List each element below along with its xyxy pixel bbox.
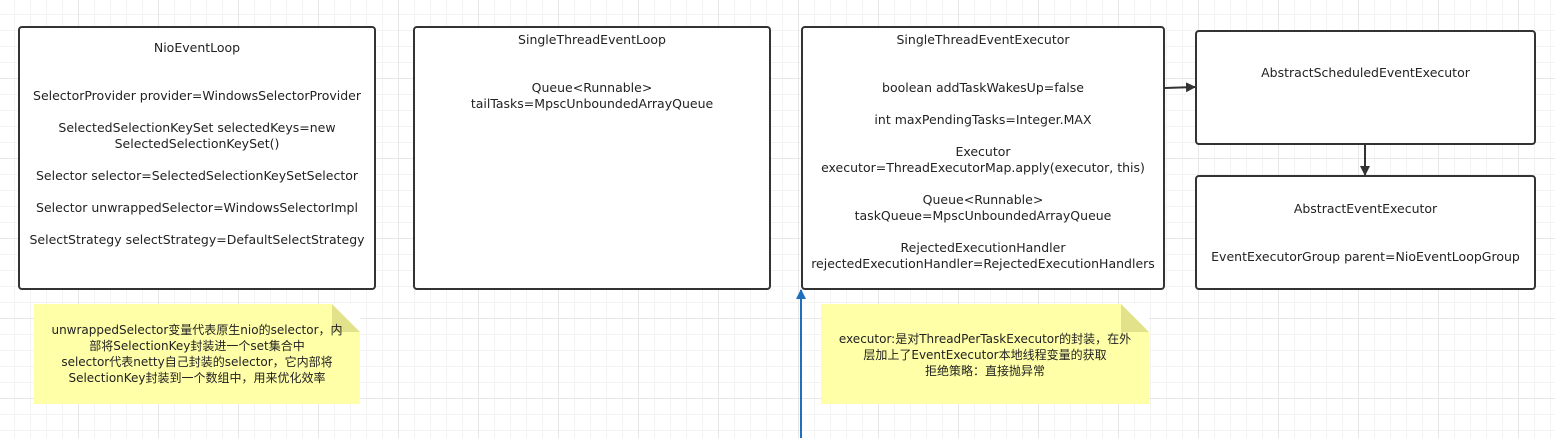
node-title: AbstractScheduledEventExecutor xyxy=(1261,65,1470,80)
node-title: SingleThreadEventExecutor xyxy=(896,32,1070,47)
node-title: AbstractEventExecutor xyxy=(1293,201,1438,216)
node-nio-event-loop[interactable]: NioEventLoop SelectorProvider provider=W… xyxy=(18,26,376,290)
node-single-thread-event-executor[interactable]: SingleThreadEventExecutor boolean addTas… xyxy=(801,26,1165,290)
field-selected-keys: SelectedSelectionKeySet selectedKeys=new xyxy=(58,120,336,135)
field-task-queue-type: Queue<Runnable> xyxy=(922,192,1044,207)
field-select-strategy: SelectStrategy selectStrategy=DefaultSel… xyxy=(29,232,365,247)
note-line: 拒绝策略：直接抛异常 xyxy=(924,364,1045,378)
node-single-thread-event-loop[interactable]: SingleThreadEventLoop Queue<Runnable> ta… xyxy=(413,26,771,290)
field-task-queue-value: taskQueue=MpscUnboundedArrayQueue xyxy=(854,208,1112,223)
note-fold-corner xyxy=(1121,304,1149,332)
note-fold-corner xyxy=(332,304,360,332)
field-executor-value: executor=ThreadExecutorMap.apply(executo… xyxy=(821,160,1145,175)
field-rejected-handler-type: RejectedExecutionHandler xyxy=(900,240,1066,255)
field-rejected-handler-value: rejectedExecutionHandler=RejectedExecuti… xyxy=(811,256,1155,271)
field-unwrapped-selector: Selector unwrappedSelector=WindowsSelect… xyxy=(36,200,358,215)
field-provider: SelectorProvider provider=WindowsSelecto… xyxy=(33,88,361,103)
note-line: executor:是对ThreadPerTaskExecutor的封装，在外 xyxy=(838,332,1132,346)
field-parent: EventExecutorGroup parent=NioEventLoopGr… xyxy=(1211,249,1520,264)
note-selector[interactable]: unwrappedSelector变量代表原生nio的selector，内 部将… xyxy=(34,304,360,404)
node-abstract-scheduled-event-executor[interactable]: AbstractScheduledEventExecutor xyxy=(1195,30,1536,145)
note-line: 部将SelectionKey封装进一个set集合中 xyxy=(89,339,305,353)
field-queue: Queue<Runnable> xyxy=(531,80,653,95)
note-line: selector代表netty自己封装的selector，它内部将 xyxy=(61,355,333,369)
note-line: unwrappedSelector变量代表原生nio的selector，内 xyxy=(51,323,343,337)
node-title: NioEventLoop xyxy=(153,40,241,55)
field-executor-type: Executor xyxy=(955,144,1011,159)
node-abstract-event-executor[interactable]: AbstractEventExecutor EventExecutorGroup… xyxy=(1195,175,1536,290)
field-selected-keys-cont: SelectedSelectionKeySet() xyxy=(114,136,280,151)
node-title: SingleThreadEventLoop xyxy=(518,32,666,47)
note-line: 层加上了EventExecutor本地线程变量的获取 xyxy=(863,348,1107,362)
note-executor[interactable]: executor:是对ThreadPerTaskExecutor的封装，在外 层… xyxy=(821,304,1149,404)
field-add-task-wakes-up: boolean addTaskWakesUp=false xyxy=(882,80,1084,95)
arrow-executor-to-scheduled xyxy=(1164,82,1196,93)
note-line: SelectionKey封装到一个数组中，用来优化效率 xyxy=(68,371,326,385)
field-selector: Selector selector=SelectedSelectionKeySe… xyxy=(35,168,359,183)
field-tail-tasks: tailTasks=MpscUnboundedArrayQueue xyxy=(470,96,714,111)
field-max-pending-tasks: int maxPendingTasks=Integer.MAX xyxy=(874,112,1092,127)
